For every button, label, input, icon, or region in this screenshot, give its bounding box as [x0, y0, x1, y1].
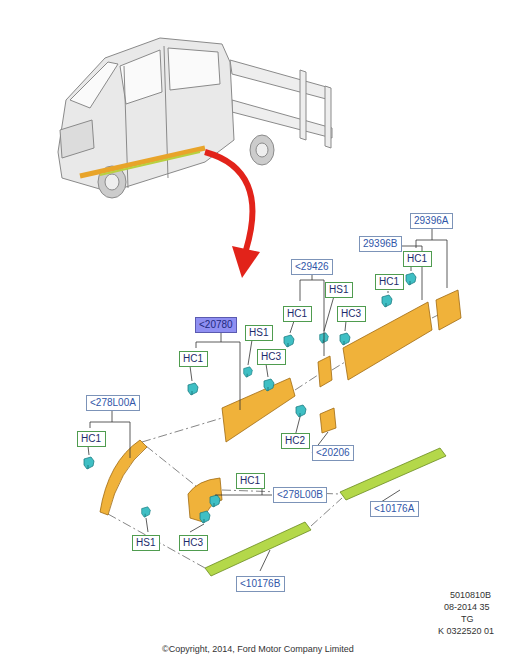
callout-text: <20206	[316, 447, 350, 458]
callout-text: <29426	[295, 261, 329, 272]
callout-text: 29396A	[414, 215, 448, 226]
fastener-callout: HC3	[179, 535, 208, 551]
leader-lines	[88, 228, 447, 571]
callout-text: HS1	[249, 327, 268, 338]
callout-text: HC1	[287, 308, 307, 319]
callout-text: HS1	[329, 284, 348, 295]
part-number-callout: <20206	[312, 445, 354, 461]
callout-text: HC1	[183, 353, 203, 364]
part-number-callout: <29426	[291, 259, 333, 275]
van-illustration	[58, 38, 332, 198]
callout-text: HC2	[285, 435, 305, 446]
callout-text: HC1	[81, 433, 101, 444]
date-code: 08-2014 35	[444, 602, 490, 613]
part-number-callout: 29396B	[359, 236, 402, 252]
callout-text: HC1	[379, 276, 399, 287]
callout-text: <10176A	[374, 503, 414, 514]
callout-text: HC1	[240, 475, 260, 486]
moldings	[100, 290, 461, 576]
fastener-callout: HC2	[281, 433, 310, 449]
callout-text: HC3	[261, 351, 281, 362]
callout-text: HC3	[183, 537, 203, 548]
fastener-callout: HC3	[257, 349, 286, 365]
fastener-callout: HC1	[375, 274, 404, 290]
callout-text: <278L00A	[90, 397, 136, 408]
part-number-callout: <10176B	[236, 576, 285, 592]
copyright-note: ©Copyright, 2014, Ford Motor Company Lim…	[162, 644, 354, 655]
part-number-callout: <20780	[195, 317, 237, 333]
part-number-callout: <278L00A	[86, 395, 140, 411]
part-number-callout: 29396A	[410, 213, 453, 229]
fastener-callout: HC1	[179, 351, 208, 367]
drawing-number: 5010810B	[450, 590, 491, 601]
fastener-callout: HC1	[77, 431, 106, 447]
fastener-callout: HC1	[283, 306, 312, 322]
fastener-callout: HS1	[132, 535, 160, 551]
fastener-callout: HC1	[236, 473, 265, 489]
callout-text: HC3	[341, 308, 361, 319]
reference-number: K 0322520 01	[438, 626, 494, 637]
fastener-callout: HC3	[337, 306, 366, 322]
callout-text: <10176B	[240, 578, 280, 589]
part-number-callout: <278L00B	[273, 487, 327, 503]
fastener-callout: HS1	[325, 282, 353, 298]
code-text: TG	[461, 614, 474, 625]
callout-text: HC1	[407, 253, 427, 264]
callout-text: <20780	[199, 319, 233, 330]
clips	[84, 273, 416, 523]
callout-text: 29396B	[363, 238, 397, 249]
fastener-callout: HS1	[245, 325, 273, 341]
callout-text: <278L00B	[277, 489, 323, 500]
fastener-callout: HC1	[403, 251, 432, 267]
callout-text: HS1	[136, 537, 155, 548]
part-number-callout: <10176A	[370, 501, 419, 517]
